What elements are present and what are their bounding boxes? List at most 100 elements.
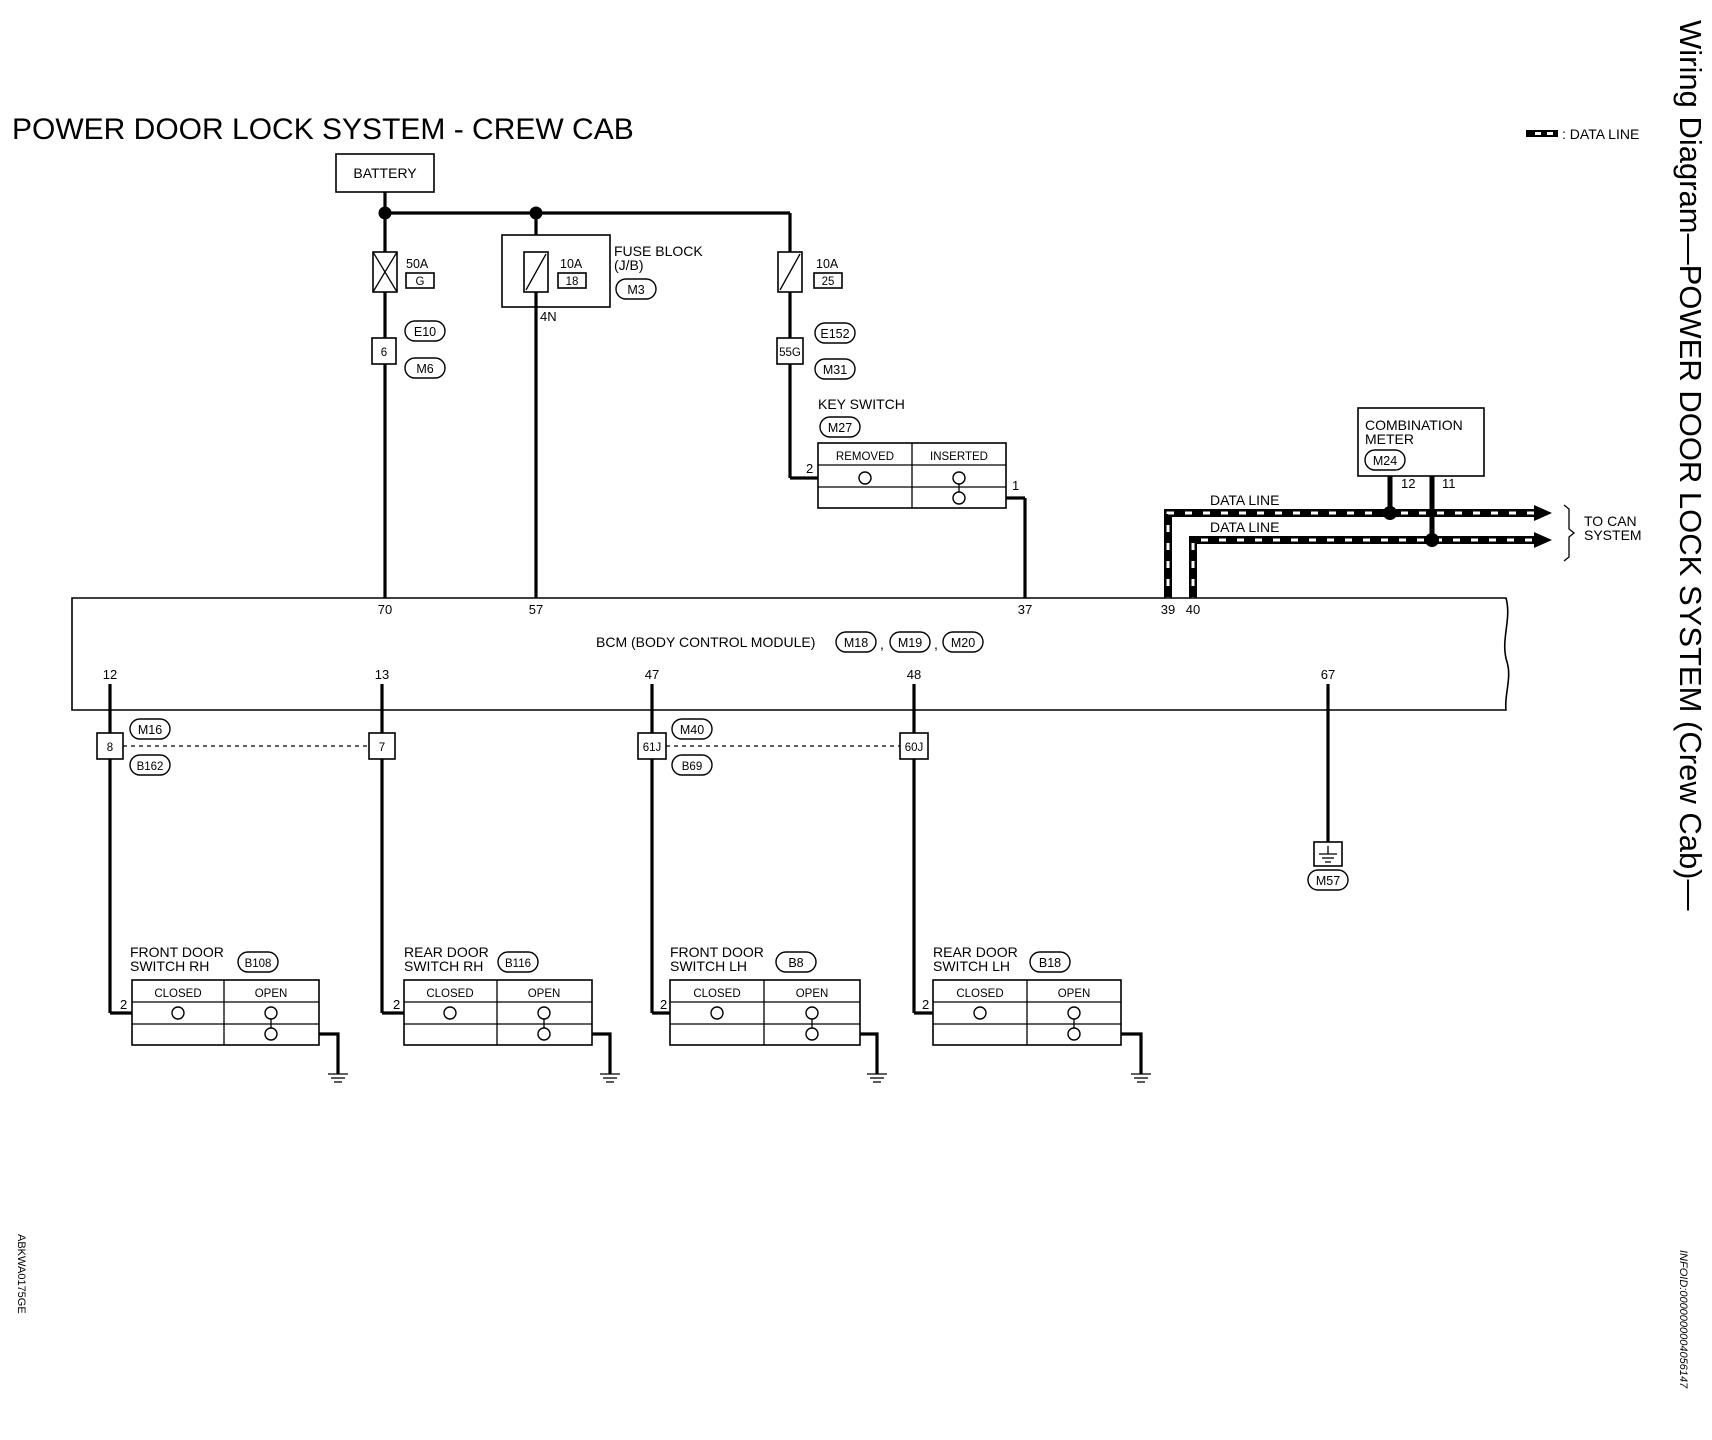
info-id: INFOID:0000000004056147 [1677,1250,1689,1389]
joint-pin-60j: 60J [905,742,924,754]
bcm-pin-47: 47 [645,667,659,682]
joint-connector-pin-60j: 60J [899,732,929,760]
connector-b18: B18 [1039,956,1061,970]
connector-e152: E152 [820,327,849,341]
joint-connector-pin-7: 7 [368,732,396,760]
fuse-block-label: FUSE BLOCK [614,243,703,259]
fuse-50a-id: G [416,276,425,288]
connector-m3: M3 [627,283,644,297]
battery-block: BATTERY [335,153,435,193]
joint-connector-e10-m6: 6 E10 M6 [371,320,446,379]
door-switch-rear-lh: REAR DOOR SWITCH LH B18 CLOSED OPEN 2 [922,944,1151,1083]
side-title: Wiring Diagram—POWER DOOR LOCK SYSTEM (C… [1673,20,1708,911]
bcm-pin-12: 12 [103,667,117,682]
door-switch-front-rh: FRONT DOOR SWITCH RH B108 CLOSED OPEN 2 [120,944,348,1083]
connector-m57: M57 [1316,874,1340,888]
fuse-25-id: 25 [822,276,835,288]
fusible-link-50a: 50A G [372,251,435,293]
connector-m20: M20 [951,636,975,650]
connector-b108: B108 [245,958,272,970]
combination-meter-pin-12: 12 [1401,476,1415,491]
joint-e152-pin: 55G [779,347,801,359]
connector-b69: B69 [682,761,702,773]
splice-data-line-1 [1383,506,1397,520]
door-switch-front-lh-pin: 2 [660,997,667,1012]
connector-e10: E10 [414,325,436,339]
bcm-pin-37: 37 [1018,602,1032,617]
combination-meter-sublabel: METER [1365,431,1414,447]
key-switch: KEY SWITCH M27 REMOVED INSERTED 2 1 [806,396,1019,509]
bcm-pin-57: 57 [529,602,543,617]
connector-m6: M6 [416,362,433,376]
joint-connector-m40-b69: 61J M40 B69 [637,718,713,776]
fuse-block-pin: 4N [540,309,557,324]
joint-pin-7: 7 [379,742,385,754]
bcm-pin-48: 48 [907,667,921,682]
svg-text:,: , [934,636,938,652]
bcm-pin-39: 39 [1161,602,1175,617]
battery-label: BATTERY [353,165,417,181]
can-data-lines: DATA LINE DATA LINE TO CAN SYSTEM [1164,476,1642,604]
fuse-10a-25: 10A 25 [777,251,843,293]
connector-m31: M31 [823,363,847,377]
joint-m16-pin: 8 [107,742,113,754]
door-switch-front-lh-sublabel: SWITCH LH [670,958,747,974]
door-switch-front-lh: FRONT DOOR SWITCH LH B8 CLOSED OPEN 2 [660,944,887,1083]
connector-b8: B8 [788,956,803,970]
data-line-1-label: DATA LINE [1210,492,1280,508]
connector-b162: B162 [137,761,164,773]
key-switch-col-inserted: INSERTED [930,451,988,463]
door-switch-front-lh-closed: CLOSED [693,988,740,1000]
data-line-legend-swatch [1526,130,1558,137]
fuse-25-rating: 10A [816,257,839,271]
battery-box [335,153,435,193]
door-switch-rear-lh-closed: CLOSED [956,988,1003,1000]
to-can-sublabel: SYSTEM [1584,527,1642,543]
connector-m18: M18 [844,636,868,650]
door-switch-rear-rh-sublabel: SWITCH RH [404,958,483,974]
data-line-legend: : DATA LINE [1526,126,1639,142]
door-switch-front-rh-sublabel: SWITCH RH [130,958,209,974]
fuse-18-rating: 10A [560,257,583,271]
door-switch-front-rh-pin: 2 [120,997,127,1012]
connector-m40: M40 [680,723,704,737]
bcm-pin-67: 67 [1321,667,1335,682]
svg-text:,: , [880,636,884,652]
connector-m19: M19 [898,636,922,650]
joint-e10-pin: 6 [381,347,387,359]
joint-m40-pin: 61J [643,742,662,754]
connector-b116: B116 [505,958,531,970]
door-switch-front-lh-open: OPEN [796,988,829,1000]
bcm-pin-13: 13 [375,667,389,682]
door-switch-rear-rh-label: REAR DOOR [404,944,489,960]
door-switch-rear-rh-pin: 2 [393,997,400,1012]
door-switch-front-lh-label: FRONT DOOR [670,944,764,960]
joint-connector-m16-b162: 8 M16 B162 [96,718,171,776]
connector-m27: M27 [828,421,852,435]
fuse-50a-rating: 50A [406,257,429,271]
door-switch-front-rh-label: FRONT DOOR [130,944,224,960]
door-switch-rear-rh-open: OPEN [528,988,561,1000]
combination-meter-label: COMBINATION [1365,417,1463,433]
bcm-label: BCM (BODY CONTROL MODULE) [596,634,815,650]
combination-meter-pin-11: 11 [1442,476,1456,491]
key-switch-pin-1: 1 [1012,478,1019,493]
door-switch-rear-rh-closed: CLOSED [426,988,473,1000]
fuse-18-id: 18 [566,276,579,288]
door-switch-front-rh-open: OPEN [255,988,288,1000]
to-can-label: TO CAN [1584,513,1637,529]
door-switch-front-rh-closed: CLOSED [154,988,201,1000]
data-line-2-label: DATA LINE [1210,519,1280,535]
door-switch-rear-lh-sublabel: SWITCH LH [933,958,1010,974]
bcm-pin-70: 70 [378,602,392,617]
ground-m57: M57 [1307,841,1349,891]
bcm-module: BCM (BODY CONTROL MODULE) M18 , M19 , M2… [71,597,1510,711]
diagram-title: POWER DOOR LOCK SYSTEM - CREW CAB [12,113,634,146]
joint-connector-e152-m31: 55G E152 M31 [776,322,856,380]
key-switch-label: KEY SWITCH [818,396,905,412]
combination-meter: COMBINATION METER M24 12 11 [1357,407,1485,491]
door-switch-rear-lh-open: OPEN [1058,988,1091,1000]
door-switch-rear-lh-label: REAR DOOR [933,944,1018,960]
fuse-block-jb: 10A 18 FUSE BLOCK (J/B) M3 [501,234,703,308]
